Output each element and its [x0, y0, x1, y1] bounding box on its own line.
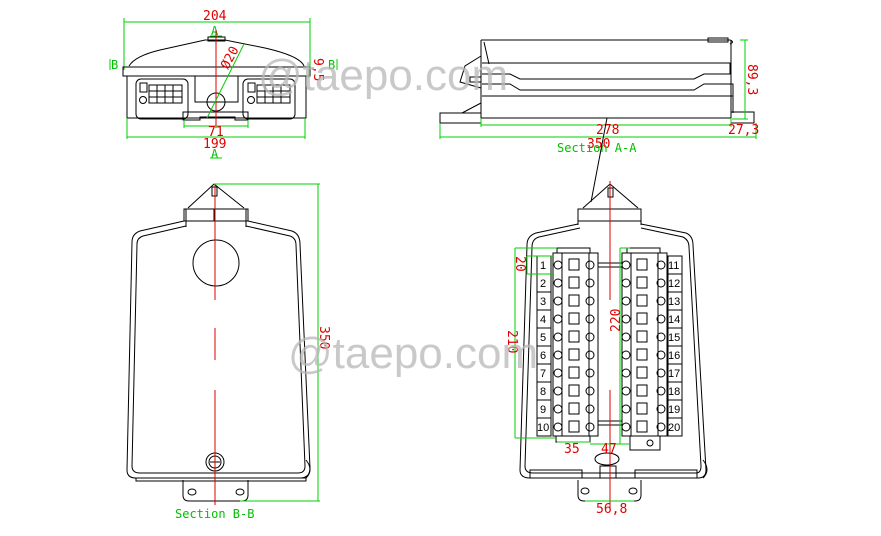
dim-lip-height: 9,5 — [310, 58, 325, 81]
inner-view: 1 2 3 4 5 6 7 8 9 10 11 12 13 14 15 16 1… — [504, 181, 708, 517]
terminal-9: 9 — [540, 404, 546, 416]
terminal-19: 19 — [668, 404, 680, 416]
watermark-top: @taepo.com — [258, 51, 508, 100]
terminal-rows-right: 11 12 13 14 15 16 17 18 19 20 — [667, 255, 683, 437]
terminal-20: 20 — [668, 422, 680, 434]
terminal-2: 2 — [540, 278, 546, 290]
terminal-14: 14 — [668, 314, 680, 326]
dim-199: 199 — [203, 137, 226, 152]
top-view: 204 A — [109, 9, 338, 161]
dim-350-front: 350 — [316, 326, 331, 349]
dim-35: 35 — [564, 442, 580, 457]
watermark-middle: @taepo.com — [288, 329, 538, 378]
terminal-1: 1 — [540, 260, 546, 272]
terminal-11: 11 — [668, 260, 679, 272]
section-mark-a-top: A — [211, 24, 219, 38]
section-b-view: 350 Section B-B — [126, 183, 331, 521]
terminal-10: 10 — [537, 422, 549, 434]
section-mark-b-left: B — [111, 58, 118, 72]
terminal-rows-left: 1 2 3 4 5 6 7 8 9 10 — [536, 255, 552, 437]
section-b-label: Section B-B — [175, 507, 254, 521]
terminal-17: 17 — [668, 368, 680, 380]
terminal-13: 13 — [668, 296, 680, 308]
terminal-12: 12 — [668, 278, 680, 290]
dim-350-side: 350 — [587, 137, 610, 152]
terminal-7: 7 — [540, 368, 546, 380]
section-mark-a-bottom: A — [211, 147, 219, 161]
dim-210: 210 — [504, 330, 519, 353]
terminal-5: 5 — [540, 332, 546, 344]
dim-278: 278 — [596, 123, 619, 138]
terminal-3: 3 — [540, 296, 546, 308]
section-a-label: Section A-A — [557, 141, 637, 155]
dim-71: 71 — [208, 125, 224, 140]
terminal-18: 18 — [668, 386, 680, 398]
dim-89-3: 89,3 — [744, 64, 759, 95]
dim-220: 220 — [609, 309, 624, 332]
terminal-6: 6 — [540, 350, 546, 362]
terminal-8: 8 — [540, 386, 546, 398]
dim-20: 20 — [512, 256, 527, 272]
section-mark-b-right: B — [328, 58, 335, 72]
dim-27-3: 27,3 — [728, 123, 759, 138]
dim-56-8: 56,8 — [596, 502, 627, 517]
terminal-15: 15 — [668, 332, 680, 344]
terminal-block-right — [621, 247, 668, 451]
terminal-16: 16 — [668, 350, 680, 362]
dim-47: 47 — [601, 442, 617, 457]
dim-hole-diameter: Ø20 — [218, 44, 242, 72]
terminal-4: 4 — [540, 314, 546, 326]
dim-204: 204 — [203, 9, 227, 24]
terminal-screws — [553, 258, 666, 433]
section-a-view: 89,3 278 27,3 350 Section A-A — [439, 37, 759, 203]
